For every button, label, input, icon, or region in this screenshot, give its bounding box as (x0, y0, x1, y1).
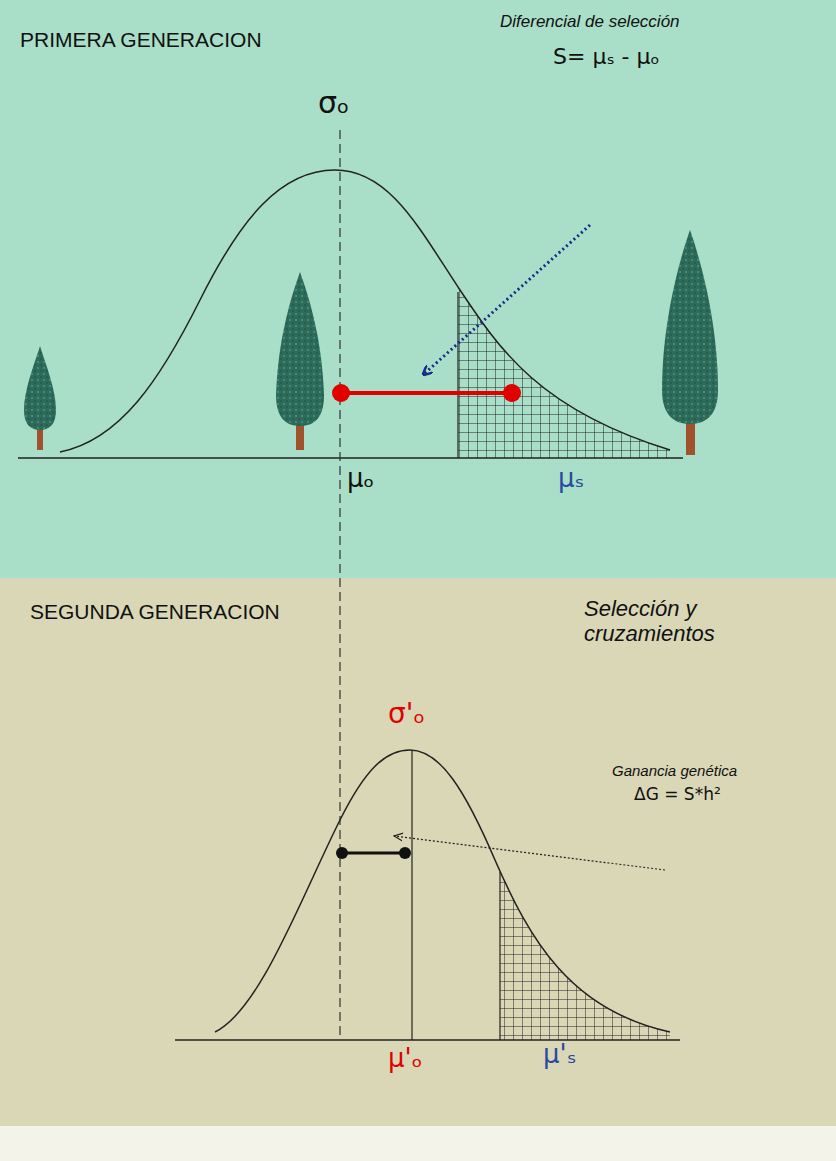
generation-band: PRIMERA GENERACION (0, 0, 836, 578)
band-heading: SEGUNDA GENERACION (28, 600, 282, 624)
mean-label: μₛ (558, 464, 584, 494)
mean-label: μ'ₛ (543, 1040, 576, 1070)
mean-label: μ'ₒ (388, 1044, 422, 1074)
band-heading: PRIMERA GENERACION (20, 28, 262, 52)
sigma-label: σₒ (318, 86, 349, 121)
formula: ΔG = S*h² (634, 785, 721, 805)
note-text: Ganancia genética (612, 762, 737, 779)
band-note: Selección y cruzamientos (584, 596, 824, 647)
note-text: Diferencial de selección (500, 12, 680, 32)
mean-label: μₒ (347, 464, 374, 494)
sigma-label: σ'ₒ (388, 698, 425, 730)
formula: S= μₛ - μₒ (553, 44, 660, 69)
